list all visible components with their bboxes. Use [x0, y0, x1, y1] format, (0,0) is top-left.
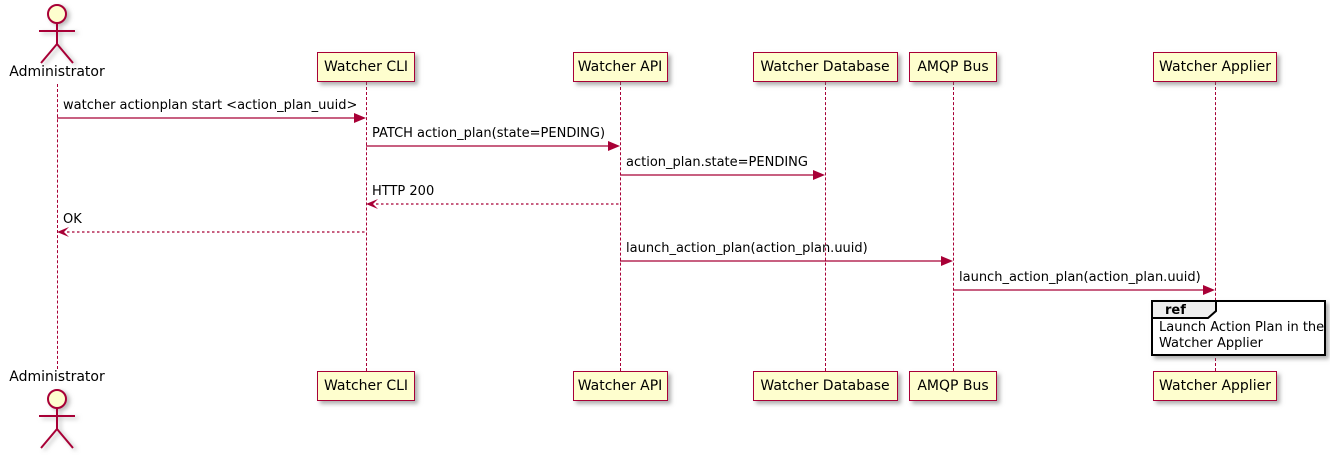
arrow-line	[620, 256, 953, 266]
arrow-line	[620, 170, 825, 180]
ref-header-pentagon	[1151, 300, 1219, 324]
participant-watcher-api-bottom: Watcher API	[572, 371, 668, 401]
arrowhead-icon	[354, 113, 366, 123]
arrow-line	[57, 113, 366, 123]
message-label-3: action_plan.state=PENDING	[626, 155, 808, 170]
ref-text-line-2: Watcher Applier	[1159, 336, 1263, 351]
message-arrow-launch-action-plan-action-plan-uuid-	[620, 252, 953, 266]
message-label-2: PATCH action_plan(state=PENDING)	[372, 126, 606, 141]
message-arrow-ok	[57, 223, 366, 237]
arrow-line	[366, 199, 620, 209]
participant-name: Watcher API	[577, 59, 663, 75]
arrowhead-icon	[813, 170, 825, 180]
lifeline-watcher-cli	[366, 82, 367, 371]
ref-pentagon-icon	[1151, 300, 1217, 319]
arrowhead-icon	[941, 256, 953, 266]
message-label-5: OK	[63, 212, 82, 227]
participant-name: Watcher CLI	[323, 378, 409, 394]
lifeline-watcher-api	[620, 82, 621, 371]
message-label-4: HTTP 200	[372, 184, 435, 199]
arrowhead-icon	[366, 199, 378, 209]
participant-amqp-bus-bottom: AMQP Bus	[909, 371, 997, 401]
arrow-line	[953, 285, 1215, 295]
participant-watcher-database-top: Watcher Database	[752, 52, 898, 82]
lifeline-amqp-bus	[953, 82, 954, 371]
participant-label-administrator-bottom: Administrator	[9, 369, 105, 385]
arrowhead-icon	[57, 227, 69, 237]
message-arrow-launch-action-plan-action-plan-uuid-	[953, 281, 1215, 295]
lifeline-watcher-database	[825, 82, 826, 371]
message-label-1: watcher actionplan start <action_plan_uu…	[63, 98, 358, 113]
participant-amqp-bus-top: AMQP Bus	[909, 52, 997, 82]
message-arrow-http-200	[366, 195, 620, 209]
participant-watcher-applier-bottom: Watcher Applier	[1153, 371, 1277, 401]
lifeline-administrator	[57, 84, 58, 369]
actor-figure-administrator-top	[32, 2, 82, 70]
participant-name: AMQP Bus	[917, 378, 989, 394]
participant-name: Watcher CLI	[323, 59, 409, 75]
participant-watcher-cli-bottom: Watcher CLI	[317, 371, 415, 401]
participant-name: Watcher Database	[760, 378, 890, 394]
arrowhead-icon	[608, 141, 620, 151]
participant-name: Watcher Applier	[1159, 378, 1271, 394]
actor-person-icon	[39, 389, 75, 449]
actor-person-icon	[39, 4, 75, 64]
participant-watcher-api-top: Watcher API	[572, 52, 668, 82]
message-arrow-action-plan-state-pending	[620, 166, 825, 180]
actor-figure-administrator-bottom	[32, 387, 82, 455]
arrowhead-icon	[1203, 285, 1215, 295]
arrow-line	[57, 227, 366, 237]
message-arrow-watcher-actionplan-start-action-plan-uui	[57, 109, 366, 123]
participant-name: Watcher Database	[760, 59, 890, 75]
participant-watcher-applier-top: Watcher Applier	[1153, 52, 1277, 82]
lifeline-watcher-applier	[1215, 82, 1216, 371]
participant-name: Watcher API	[577, 378, 663, 394]
participant-name: AMQP Bus	[917, 59, 989, 75]
participant-watcher-database-bottom: Watcher Database	[752, 371, 898, 401]
message-arrow-patch-action-plan-state-pending-	[366, 137, 620, 151]
participant-name: Watcher Applier	[1159, 59, 1271, 75]
arrow-line	[366, 141, 620, 151]
message-label-6: launch_action_plan(action_plan.uuid)	[626, 241, 868, 256]
ref-keyword: ref	[1165, 303, 1186, 318]
participant-watcher-cli-top: Watcher CLI	[317, 52, 415, 82]
participant-label-administrator-top: Administrator	[9, 64, 105, 80]
ref-text-line-1: Launch Action Plan in the	[1159, 320, 1325, 335]
message-label-7: launch_action_plan(action_plan.uuid)	[959, 270, 1201, 285]
